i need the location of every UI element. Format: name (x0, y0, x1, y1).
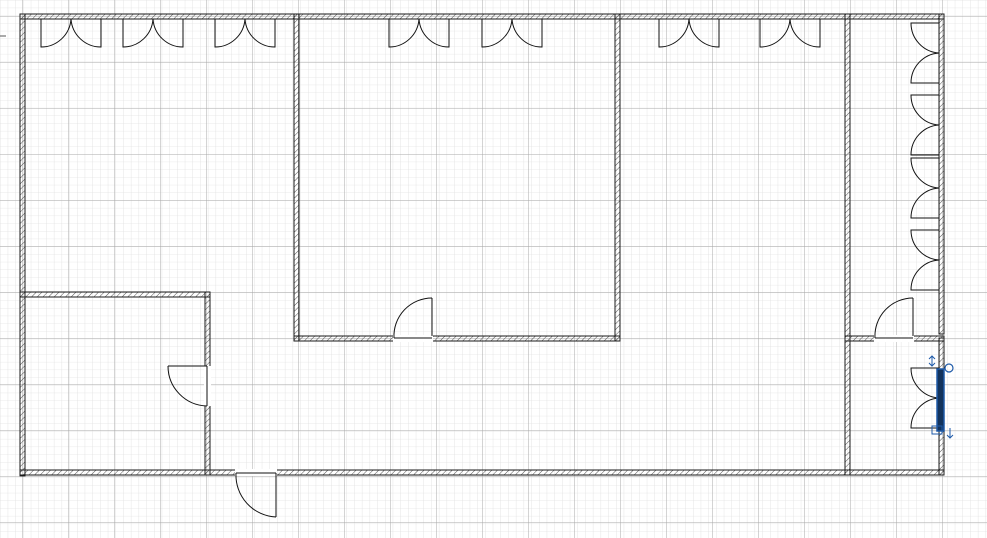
wall-center-left[interactable] (293, 13, 300, 342)
wall-center-right[interactable] (614, 13, 621, 342)
door-center-room[interactable] (393, 297, 433, 339)
double-door-top-3[interactable] (214, 18, 276, 48)
door-office[interactable] (167, 365, 208, 407)
double-door-top-1[interactable] (40, 18, 102, 48)
wall-bottom[interactable] (19, 469, 945, 476)
double-door-top-2[interactable] (122, 18, 184, 48)
door-corridor[interactable] (874, 297, 914, 339)
selected-element[interactable] (928, 355, 954, 439)
double-door-top-7[interactable] (759, 18, 821, 48)
wall-right-upper[interactable] (938, 13, 945, 335)
double-door-top-4[interactable] (388, 18, 450, 48)
double-door-right-1[interactable] (910, 22, 940, 84)
wall-left[interactable] (19, 13, 26, 477)
resize-handle-top-icon[interactable] (928, 355, 936, 367)
rotate-handle-icon[interactable] (944, 363, 954, 373)
double-door-right-5[interactable] (910, 367, 940, 429)
wall-office-top[interactable] (19, 291, 211, 298)
doors[interactable] (40, 18, 940, 518)
double-door-right-4[interactable] (910, 229, 940, 291)
door-bottom-exit[interactable] (235, 472, 277, 518)
double-door-right-2[interactable] (910, 94, 940, 156)
double-door-right-3[interactable] (910, 157, 940, 219)
corner-handle-icon[interactable] (931, 425, 943, 435)
selected-wall-segment[interactable] (936, 368, 945, 432)
wall-center-bottom[interactable] (293, 335, 621, 342)
double-door-top-5[interactable] (481, 18, 543, 48)
wall-corridor-left[interactable] (844, 13, 851, 476)
double-door-top-6[interactable] (658, 18, 720, 48)
resize-handle-bottom-icon[interactable] (946, 428, 954, 439)
wall-top[interactable] (19, 13, 945, 20)
